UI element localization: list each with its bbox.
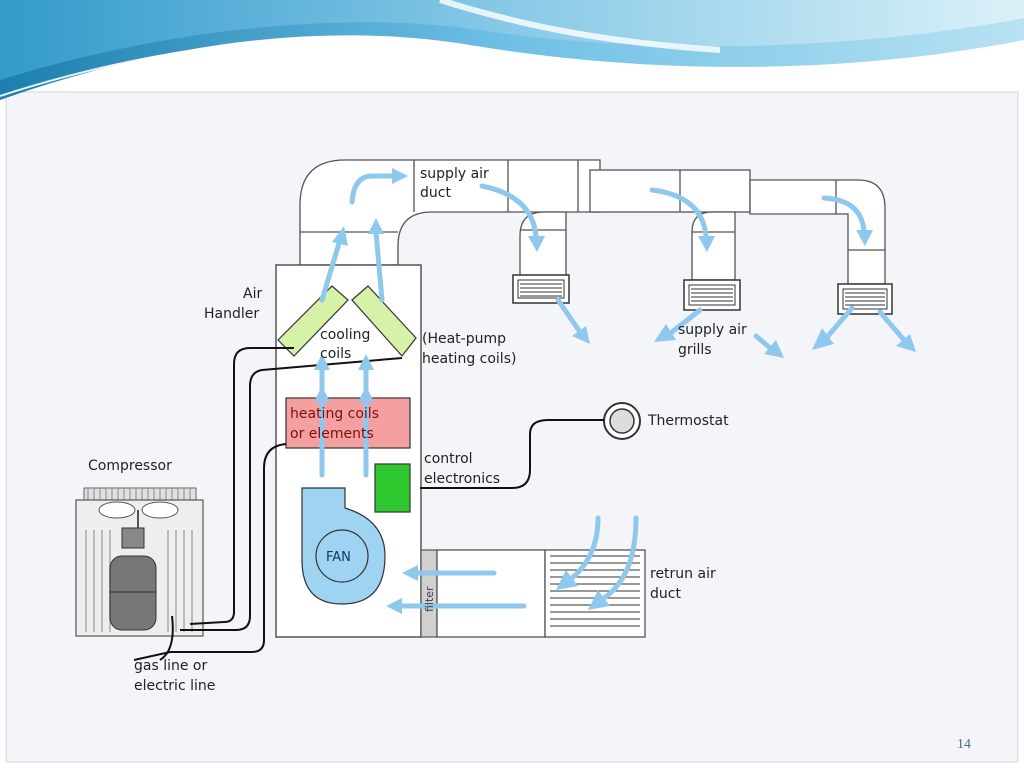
air-flow-arrow-icon — [314, 168, 408, 478]
air-flow-arrows — [314, 168, 916, 614]
supply-grill-2 — [683, 279, 741, 311]
diagram-labels: supply air duct Air Handler cooling coil… — [88, 166, 747, 694]
label-heat-pump-line1: (Heat-pump — [422, 331, 506, 347]
thermostat-icon — [603, 402, 641, 440]
fan-icon — [301, 487, 386, 605]
label-compressor: Compressor — [88, 458, 172, 474]
label-gas-line-line2: electric line — [134, 678, 215, 694]
label-return-air-duct-line1: retrun air — [650, 566, 716, 582]
cooling-coils — [277, 285, 417, 357]
top-wave-banner — [0, 0, 1024, 100]
label-control-electronics-line1: control — [424, 451, 473, 467]
compressor-unit — [75, 487, 204, 637]
label-supply-air-grills-line2: grills — [678, 342, 712, 358]
supply-grill-1 — [512, 274, 570, 304]
label-supply-air-duct-line2: duct — [420, 185, 451, 201]
label-air-handler-line2: Handler — [204, 306, 259, 322]
label-filter: filter — [423, 586, 436, 612]
page-number: 14 — [957, 737, 971, 752]
label-heat-pump-line2: heating coils) — [422, 351, 516, 367]
label-air-handler-line1: Air — [243, 286, 262, 302]
label-cooling-coils-line2: coils — [320, 346, 351, 362]
control-electronics-box — [374, 463, 411, 513]
label-cooling-coils-line1: cooling — [320, 327, 370, 343]
label-heating-coils-line2: or elements — [290, 426, 374, 442]
label-supply-air-grills-line1: supply air — [678, 322, 747, 338]
supply-grill-3 — [837, 283, 893, 315]
label-gas-line-line1: gas line or — [134, 658, 207, 674]
heating-coils — [285, 397, 411, 449]
label-heating-coils-line1: heating coils — [290, 406, 379, 422]
label-fan: FAN — [326, 550, 351, 565]
label-control-electronics-line2: electronics — [424, 471, 500, 487]
label-thermostat: Thermostat — [647, 413, 729, 429]
label-return-air-duct-line2: duct — [650, 586, 681, 602]
connection-lines — [133, 347, 604, 661]
return-air-duct — [436, 549, 646, 638]
label-supply-air-duct-line1: supply air — [420, 166, 489, 182]
